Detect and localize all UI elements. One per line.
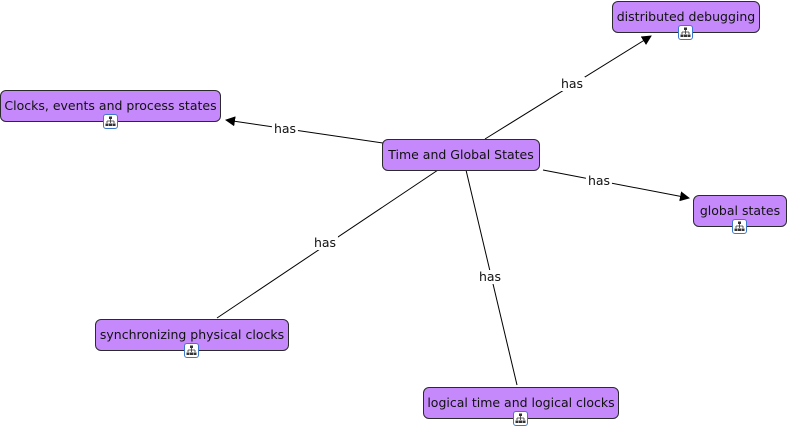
edge-to-clocks-events xyxy=(225,116,384,144)
sub-map-link-icon[interactable] xyxy=(513,411,528,426)
edge-label-global-states: has xyxy=(585,173,613,188)
edge-label-sync-clocks: has xyxy=(311,235,339,250)
concept-label: Clocks, events and process states xyxy=(4,98,217,113)
concept-node-distributed-debugging[interactable]: distributed debugging xyxy=(612,1,760,33)
edge-label-distributed-debugging: has xyxy=(558,76,586,91)
edge-label-clocks-events: has xyxy=(271,121,299,136)
concept-label: distributed debugging xyxy=(616,9,756,24)
edge-label-logical-time: has xyxy=(476,269,504,284)
sub-map-link-icon[interactable] xyxy=(184,343,199,358)
edge-to-global-states xyxy=(542,169,690,202)
sub-map-link-icon[interactable] xyxy=(103,114,118,129)
concept-label: logical time and logical clocks xyxy=(427,395,615,410)
concept-node-time-and-global-states[interactable]: Time and Global States xyxy=(382,139,540,171)
sub-map-link-icon[interactable] xyxy=(732,219,747,234)
sub-map-link-icon[interactable] xyxy=(678,25,693,40)
concept-label: Time and Global States xyxy=(388,147,534,162)
concept-label: global states xyxy=(699,203,781,218)
concept-label: synchronizing physical clocks xyxy=(99,327,285,342)
